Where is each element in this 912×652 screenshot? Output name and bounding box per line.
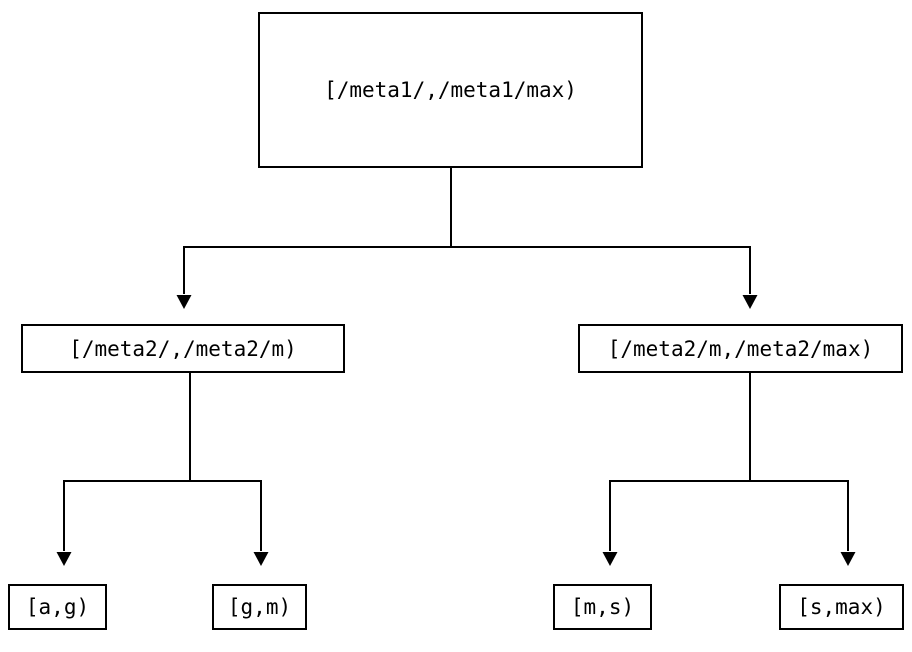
node-root[interactable]: [/meta1/,/meta1/max) [258, 12, 643, 168]
edge-root-branch-left [176, 168, 452, 309]
node-leaf-g-m-label: [g,m) [227, 595, 292, 619]
arrowhead-down-icon [840, 552, 856, 566]
node-leaf-m-s[interactable]: [m,s) [553, 584, 652, 630]
arrowhead-down-icon [253, 552, 269, 566]
node-leaf-s-max-label: [s,max) [797, 595, 886, 619]
node-leaf-m-s-label: [m,s) [570, 595, 635, 619]
arrowhead-down-icon [176, 295, 192, 309]
node-leaf-g-m[interactable]: [g,m) [212, 584, 307, 630]
edge-branch-right-leaf-m-s [602, 373, 751, 566]
node-branch-right[interactable]: [/meta2/m,/meta2/max) [578, 324, 903, 373]
arrowhead-down-icon [56, 552, 72, 566]
edge-root-branch-right [450, 168, 758, 309]
node-leaf-a-g[interactable]: [a,g) [8, 584, 107, 630]
edge-branch-left-leaf-g-m [189, 373, 269, 566]
edge-branch-right-leaf-s-max [749, 373, 856, 566]
arrowhead-down-icon [602, 552, 618, 566]
node-branch-right-label: [/meta2/m,/meta2/max) [607, 336, 874, 361]
node-root-label: [/meta1/,/meta1/max) [324, 78, 577, 102]
node-leaf-s-max[interactable]: [s,max) [779, 584, 904, 630]
node-branch-left-label: [/meta2/,/meta2/m) [69, 336, 297, 361]
arrowhead-down-icon [742, 295, 758, 309]
node-branch-left[interactable]: [/meta2/,/meta2/m) [21, 324, 345, 373]
edge-branch-left-leaf-a-g [56, 373, 191, 566]
node-leaf-a-g-label: [a,g) [25, 595, 90, 619]
